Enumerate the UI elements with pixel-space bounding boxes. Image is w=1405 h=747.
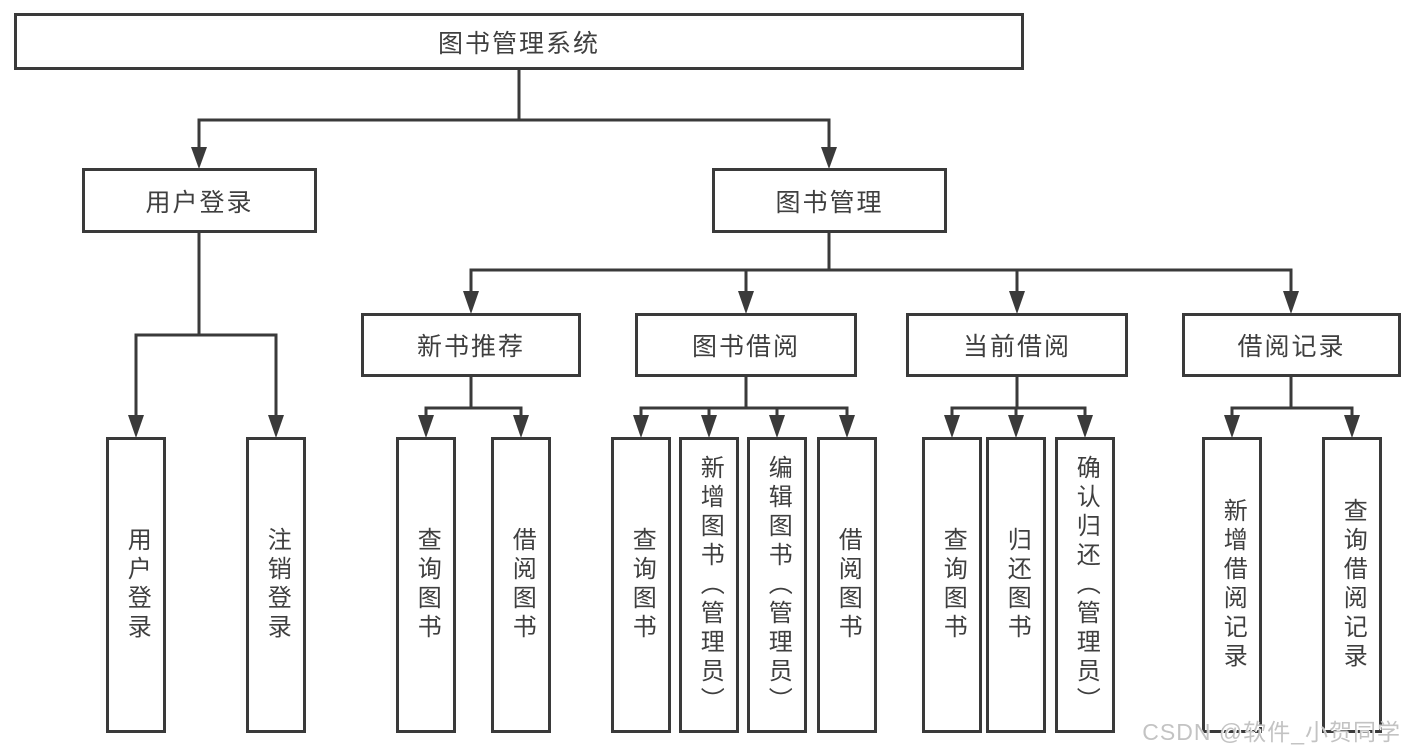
arrowhead <box>1009 291 1025 314</box>
leaf-query-books-recommend: 查询图书 <box>396 437 456 733</box>
leaf-user-login-label: 用户登录 <box>123 527 151 643</box>
arrowhead <box>944 415 960 438</box>
arrowhead <box>821 147 837 169</box>
leaf-query-borrow-record-label: 查询借阅记录 <box>1339 498 1367 672</box>
leaf-borrow-books-recommend-label: 借阅图书 <box>508 527 536 643</box>
leaf-add-borrow-record-label: 新增借阅记录 <box>1219 498 1247 672</box>
arrowhead <box>513 415 529 438</box>
leaf-borrow-books-recommend: 借阅图书 <box>491 437 551 733</box>
node-borrow-records: 借阅记录 <box>1182 313 1401 377</box>
leaf-query-books-current-label: 查询图书 <box>939 527 967 643</box>
arrowhead <box>738 291 754 314</box>
leaf-query-books-recommend-label: 查询图书 <box>413 527 441 643</box>
leaf-user-login: 用户登录 <box>106 437 166 733</box>
leaf-add-borrow-record: 新增借阅记录 <box>1202 437 1262 733</box>
edge-bookmgmt-children <box>469 268 1293 309</box>
edge-userlogin-children <box>134 333 278 433</box>
leaf-return-book-label: 归还图书 <box>1003 527 1031 643</box>
arrowhead <box>1008 415 1024 438</box>
leaf-edit-book-admin: 编辑图书（管理员） <box>747 437 807 733</box>
leaf-confirm-return-admin-label: 确认归还（管理员） <box>1072 454 1100 716</box>
leaf-query-borrow-record: 查询借阅记录 <box>1322 437 1382 733</box>
arrowhead <box>1283 291 1299 314</box>
arrowhead <box>633 415 649 438</box>
edge-newbook-children <box>424 406 523 433</box>
arrowhead <box>463 291 479 314</box>
arrowhead <box>128 415 144 438</box>
leaf-query-books-borrow-label: 查询图书 <box>628 527 656 643</box>
node-current-borrow: 当前借阅 <box>906 313 1128 377</box>
leaf-return-book: 归还图书 <box>986 437 1046 733</box>
arrowhead <box>769 415 785 438</box>
leaf-query-books-current: 查询图书 <box>922 437 982 733</box>
leaf-add-book-admin: 新增图书（管理员） <box>679 437 739 733</box>
node-book-borrow: 图书借阅 <box>635 313 857 377</box>
arrowhead <box>1224 415 1240 438</box>
arrowhead <box>191 147 207 169</box>
edge-records-children <box>1230 406 1354 433</box>
arrowhead <box>268 415 284 438</box>
csdn-watermark: CSDN @软件_小贺同学 <box>1142 719 1401 745</box>
leaf-logout-label: 注销登录 <box>263 527 291 643</box>
leaf-borrow-books-label: 借阅图书 <box>834 527 862 643</box>
leaf-add-book-admin-label: 新增图书（管理员） <box>696 454 724 716</box>
leaf-edit-book-admin-label: 编辑图书（管理员） <box>764 454 792 716</box>
arrowhead <box>418 415 434 438</box>
arrowhead <box>701 415 717 438</box>
edge-bookborrow-children <box>639 406 849 433</box>
leaf-query-books-borrow: 查询图书 <box>611 437 671 733</box>
node-library-system: 图书管理系统 <box>14 13 1024 70</box>
node-user-login: 用户登录 <box>82 168 317 233</box>
edge-root-to-level2 <box>197 118 831 164</box>
arrowhead <box>839 415 855 438</box>
node-book-management: 图书管理 <box>712 168 947 233</box>
node-new-book-recommend: 新书推荐 <box>361 313 581 377</box>
arrowhead <box>1077 415 1093 438</box>
arrowhead <box>1344 415 1360 438</box>
leaf-confirm-return-admin: 确认归还（管理员） <box>1055 437 1115 733</box>
leaf-borrow-books: 借阅图书 <box>817 437 877 733</box>
leaf-logout: 注销登录 <box>246 437 306 733</box>
